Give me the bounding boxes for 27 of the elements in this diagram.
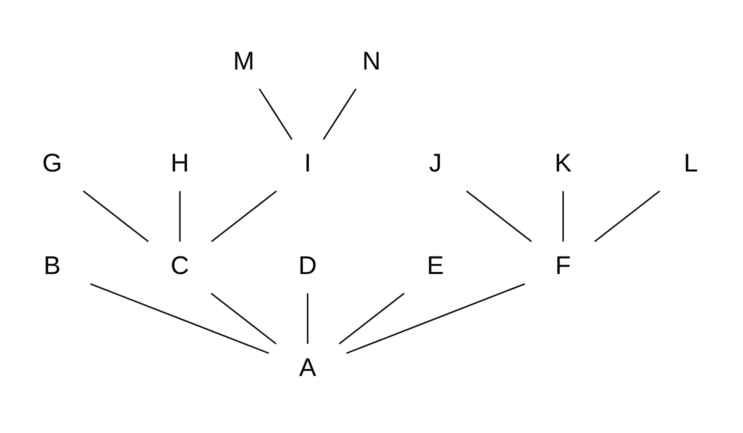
node-text: C — [170, 252, 190, 280]
node-text: N — [362, 47, 381, 76]
node-text: H — [170, 150, 190, 178]
connector — [210, 292, 276, 344]
connector — [346, 283, 526, 354]
connector — [82, 190, 149, 242]
node-text: F — [555, 252, 571, 280]
connector — [466, 190, 532, 242]
connector — [562, 191, 564, 242]
connector — [211, 190, 277, 242]
node-text: E — [426, 252, 444, 280]
connector — [306, 293, 308, 344]
connector — [179, 191, 181, 242]
node-text: B — [44, 252, 61, 280]
node-text: M — [233, 47, 254, 76]
node-text: L — [684, 150, 698, 178]
node-text: J — [428, 150, 442, 178]
connector — [338, 292, 405, 344]
connector — [90, 283, 270, 354]
connector — [594, 190, 660, 242]
node-text: K — [554, 150, 572, 178]
connector — [258, 88, 292, 140]
node-text: D — [298, 252, 317, 280]
node-text: G — [42, 150, 62, 178]
node-text: A — [299, 354, 316, 382]
node-text: I — [304, 150, 312, 178]
connector — [322, 88, 356, 140]
